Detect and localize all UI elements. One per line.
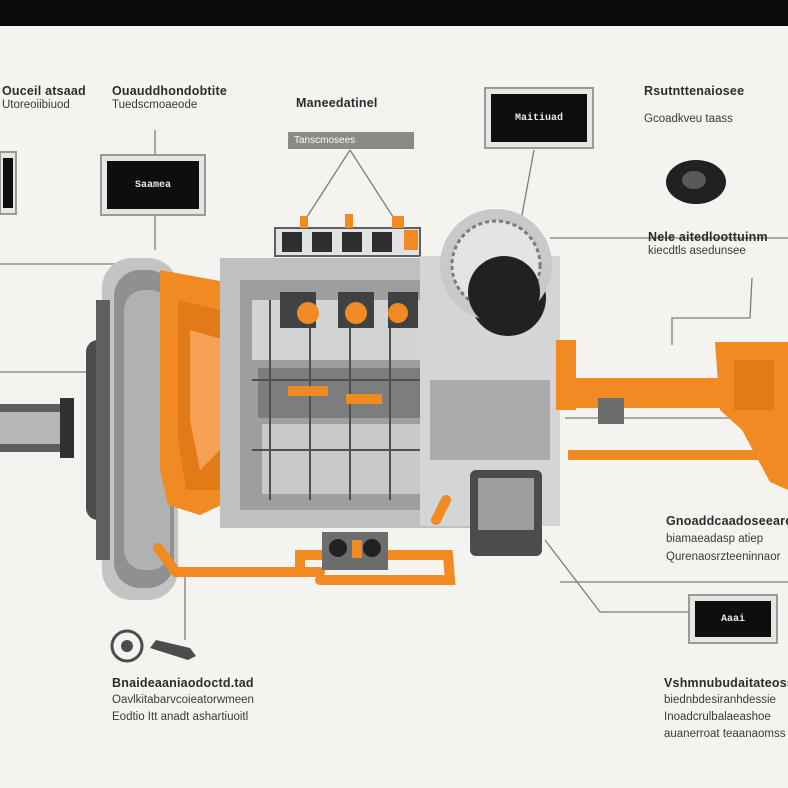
label-bottom-right-line3: Inoadcrulbalaeashoe: [664, 710, 771, 723]
label-bottom-right-line4: auanerroat teaanaomss: [664, 727, 786, 740]
bell-housing: [86, 258, 178, 600]
top-display-screen: Maitiuad: [491, 94, 587, 142]
label-lower-right-line2: biamaeadasp atiep: [666, 533, 764, 545]
label-top-left-b-line2: Tuedscmoaeode: [112, 99, 198, 111]
bottom-right-display-panel: Aaai: [688, 594, 778, 644]
left-display-screen: Saamea: [107, 161, 199, 209]
cylinder-head: [274, 214, 421, 257]
label-lower-right: Gnoaddcaadoseeare biamaeadasp atiep Qure…: [666, 514, 788, 565]
label-lower-right-line1: Gnoaddcaadoseeare: [666, 514, 788, 528]
label-top-center: Maneedatinel: [296, 96, 422, 111]
label-top-left-b-line1: Ouauddhondobtite: [112, 84, 227, 98]
output-arm: [556, 340, 788, 490]
wrench-icon: [150, 640, 196, 660]
label-top-left-a: Ouceil atsaad Utoreoiibiuod: [2, 84, 106, 113]
engine-diagram: [0, 130, 788, 663]
drive-shaft: [0, 398, 74, 458]
label-top-left-a-line2: Utoreoiibiuod: [2, 99, 70, 111]
label-top-right: Rsutnttenaiosee Gcoadkveu taass: [644, 84, 784, 127]
pump-unit: [322, 532, 388, 570]
label-lower-right-line3: Qurenaosrzteeninnaor: [666, 550, 781, 563]
label-bottom-left: Bnaideaaniaodoctd.tad Oavlkitabarvcoieat…: [112, 676, 326, 725]
gear-icon: [110, 629, 144, 663]
fan-icon: [440, 209, 552, 328]
top-display-panel: Maitiuad: [484, 87, 594, 149]
left-display-panel: Saamea: [100, 154, 206, 216]
label-bottom-right-line2: biednbdesiranhdessie: [664, 694, 776, 706]
label-bottom-right-line1: Vshmnubudaitateoss: [664, 676, 788, 690]
coolant-pipes: [153, 495, 456, 585]
label-top-center-bar: Tanscmosees: [288, 132, 414, 149]
top-black-bar: [0, 0, 788, 26]
label-top-right-line2: Gcoadkveu taass: [644, 113, 733, 125]
label-top-left-a-line1: Ouceil atsaad: [2, 84, 86, 98]
label-bottom-left-line1: Bnaideaaniaodoctd.tad: [112, 676, 254, 690]
label-bottom-left-line3: Eodtio Itt anadt ashartiuoitl: [112, 710, 249, 723]
label-bottom-left-line2: Oavlkitabarvcoieatorwmeen: [112, 694, 254, 706]
label-mid-right-line2: kiecdtls asedunsee: [648, 245, 746, 257]
label-top-left-b: Ouauddhondobtite Tuedscmoaeode: [112, 84, 258, 113]
knob-icon: [666, 160, 726, 204]
label-top-right-line1: Rsutnttenaiosee: [644, 84, 745, 98]
label-mid-right: Nele aitedloottuinm kiecdtls asedunsee: [648, 230, 788, 259]
label-bottom-right: Vshmnubudaitateoss biednbdesiranhdessie …: [664, 676, 788, 741]
label-mid-right-line1: Nele aitedloottuinm: [648, 230, 768, 244]
bottom-right-display-screen: Aaai: [695, 601, 771, 637]
label-top-center-line1: Maneedatinel: [296, 96, 378, 110]
